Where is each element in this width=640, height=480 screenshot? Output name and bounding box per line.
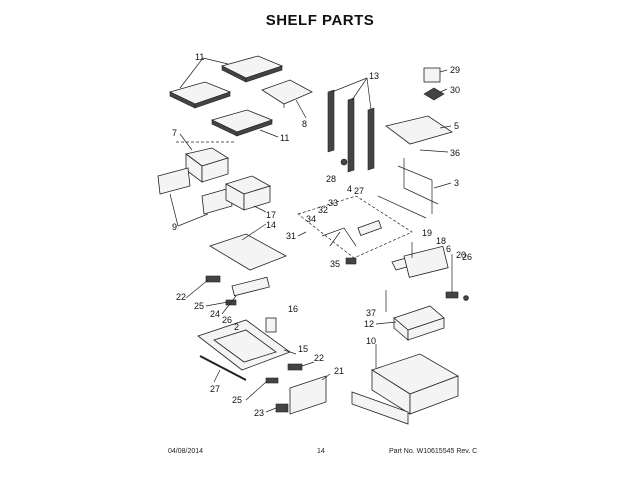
bin-part-17 xyxy=(224,175,272,211)
part-20 xyxy=(445,291,459,299)
part-21 xyxy=(289,375,327,415)
callout-27: 27 xyxy=(354,186,364,196)
callout-14: 14 xyxy=(266,220,276,230)
callout-5: 5 xyxy=(454,121,459,131)
callout-4: 4 xyxy=(347,184,352,194)
rail-part-27 xyxy=(199,355,247,381)
callout-25: 25 xyxy=(194,301,204,311)
callout-18: 18 xyxy=(436,236,446,246)
callout-9: 9 xyxy=(172,222,177,232)
callout-36: 36 xyxy=(450,148,460,158)
shelf-part-11-a xyxy=(220,55,284,83)
callout-26: 26 xyxy=(222,315,232,325)
bin-part-7 xyxy=(176,141,236,183)
callout-2: 2 xyxy=(234,322,239,332)
callout-32: 32 xyxy=(318,205,328,215)
footer-part-number: Part No. W10615545 Rev. C xyxy=(389,448,478,455)
callout-16: 16 xyxy=(288,304,298,314)
rail-part-13 xyxy=(327,89,375,173)
callout-20: 20 xyxy=(456,250,466,260)
part-18 xyxy=(403,245,449,278)
callout-3: 3 xyxy=(454,178,459,188)
part-34-32-33 xyxy=(321,219,382,247)
part-26 xyxy=(463,295,469,301)
part-35 xyxy=(345,257,357,265)
callout-30: 30 xyxy=(450,85,460,95)
part-23 xyxy=(275,403,289,413)
callout-28: 28 xyxy=(326,174,336,184)
shelf-part-11-b xyxy=(168,81,232,109)
callout-33: 33 xyxy=(328,198,338,208)
part-24 xyxy=(231,276,270,297)
callout-7: 7 xyxy=(172,128,177,138)
callout-22: 22 xyxy=(314,353,324,363)
glass-part-14 xyxy=(209,233,287,271)
callout-24: 24 xyxy=(210,309,220,319)
leader-lines xyxy=(169,57,452,413)
part-30 xyxy=(423,87,445,101)
callout-21: 21 xyxy=(334,366,344,376)
footer-page-number: 14 xyxy=(317,448,325,455)
callout-8: 8 xyxy=(302,119,307,129)
part-28 xyxy=(340,158,348,166)
part-25-b xyxy=(265,377,279,384)
shelf-part-11-c xyxy=(210,109,274,137)
callout-27: 27 xyxy=(210,384,220,394)
panel-part-9-a xyxy=(157,167,191,195)
page-title: SHELF PARTS xyxy=(265,12,375,29)
callout-22: 22 xyxy=(176,292,186,302)
callout-37: 37 xyxy=(366,308,376,318)
callout-19: 19 xyxy=(422,228,432,238)
shelf-part-8 xyxy=(261,79,313,108)
callout-12: 12 xyxy=(364,319,374,329)
footer-date: 04/08/2014 xyxy=(168,448,204,455)
callout-23: 23 xyxy=(254,408,264,418)
callout-11: 11 xyxy=(195,52,204,62)
callout-17: 17 xyxy=(266,210,276,220)
callout-6: 6 xyxy=(446,244,451,254)
panel-part-9-b xyxy=(201,187,233,215)
drawer-part-10 xyxy=(351,353,459,425)
frame-part-3 xyxy=(377,158,439,219)
callout-15: 15 xyxy=(298,344,308,354)
callout-13: 13 xyxy=(369,71,379,81)
part-16 xyxy=(265,317,277,333)
part-22-b xyxy=(287,363,303,371)
tray-part-12 xyxy=(393,305,445,341)
callout-29: 29 xyxy=(450,65,460,75)
assembly-outline-31 xyxy=(297,195,413,259)
callout-35: 35 xyxy=(330,259,340,269)
callout-31: 31 xyxy=(286,231,296,241)
glass-shelf-part-5 xyxy=(385,115,453,145)
callout-34: 34 xyxy=(306,214,316,224)
callout-11: 11 xyxy=(280,133,289,143)
callout-labels: 11 11 11 8 13 29 30 5 36 7 4 28 27 3 17 … xyxy=(172,52,472,418)
callout-25: 25 xyxy=(232,395,242,405)
callout-26: 26 xyxy=(462,252,472,262)
part-29 xyxy=(423,67,441,83)
part-22-a xyxy=(205,275,221,283)
callout-10: 10 xyxy=(366,336,376,346)
